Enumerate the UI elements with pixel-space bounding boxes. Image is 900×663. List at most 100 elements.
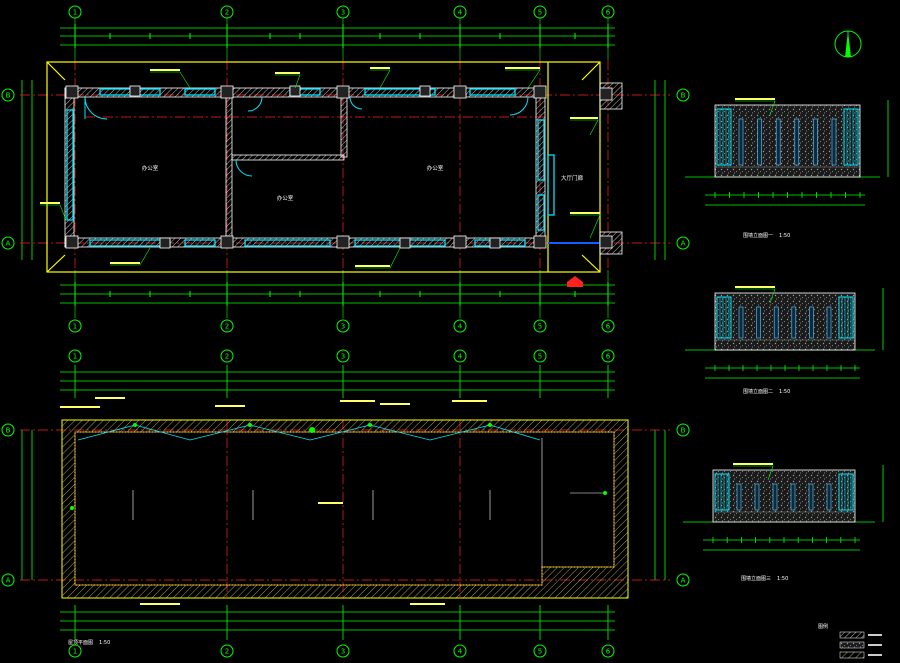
legend-swatch-3 <box>839 651 865 659</box>
columns <box>65 85 613 249</box>
svg-text:6: 6 <box>606 648 611 656</box>
legend: 图例 <box>818 623 882 659</box>
svg-text:1: 1 <box>73 353 77 361</box>
grid-bubble-right-A-0: A <box>676 236 690 250</box>
grid-bubble-bottom-5: 5 <box>533 319 547 333</box>
svg-text:6: 6 <box>606 9 611 17</box>
grid-bubble-bottom-6: 6 <box>601 319 615 333</box>
svg-text:6: 6 <box>606 353 611 361</box>
grid-bubble-right-B-1: B <box>676 423 690 437</box>
legend-swatch-1 <box>839 631 865 639</box>
top-dimension-ticks <box>74 24 609 306</box>
grid-bubble-roof-bottom-3: 3 <box>336 644 350 658</box>
svg-text:3: 3 <box>341 648 345 656</box>
svg-text:B: B <box>681 92 686 100</box>
svg-text:5: 5 <box>538 353 542 361</box>
svg-text:2: 2 <box>225 353 229 361</box>
svg-text:1: 1 <box>73 323 77 331</box>
grid-bubble-bottom-2: 2 <box>220 319 234 333</box>
svg-text:3: 3 <box>341 323 345 331</box>
building-outline <box>46 61 601 273</box>
grid-bubble-roof-top-3: 3 <box>336 349 350 363</box>
label-leaders <box>40 69 601 269</box>
svg-text:A: A <box>681 577 686 585</box>
legend-title: 图例 <box>818 623 828 630</box>
svg-text:4: 4 <box>458 353 463 361</box>
svg-text:3: 3 <box>341 353 345 361</box>
svg-text:A: A <box>681 240 686 248</box>
svg-text:2: 2 <box>225 323 229 331</box>
floor-plan: 办公室 办公室 办公室 大厅门廊 <box>20 18 862 318</box>
grid-bubble-right-B-0: B <box>676 88 690 102</box>
grid-bubble-left-A-0: A <box>1 236 15 250</box>
svg-text:B: B <box>6 92 11 100</box>
grid-bubble-left-A-1: A <box>1 573 15 587</box>
svg-text:6: 6 <box>606 323 611 331</box>
grid-bubble-right-A-1: A <box>676 573 690 587</box>
room-label-office-3: 办公室 <box>427 164 444 172</box>
parapet-wall <box>61 419 629 599</box>
grid-bubble-bottom-4: 4 <box>453 319 467 333</box>
svg-text:5: 5 <box>538 323 542 331</box>
room-label-office-1: 办公室 <box>142 164 159 172</box>
svg-text:1: 1 <box>73 648 77 656</box>
small-annotations <box>40 67 600 267</box>
svg-text:5: 5 <box>538 9 542 17</box>
grid-axis-lines <box>74 18 609 318</box>
grid-bubble-top-4: 4 <box>453 5 467 19</box>
svg-text:3: 3 <box>341 9 345 17</box>
grid-bubble-roof-top-4: 4 <box>453 349 467 363</box>
grid-bubble-left-B-1: B <box>1 423 15 437</box>
grid-bubble-roof-bottom-4: 4 <box>453 644 467 658</box>
north-arrow-icon <box>834 30 862 58</box>
grid-bubble-roof-top-6: 6 <box>601 349 615 363</box>
grid-bubble-roof-bottom-1: 1 <box>68 644 82 658</box>
grid-bubble-bottom-1: 1 <box>68 319 82 333</box>
door-swings <box>84 96 529 177</box>
entrance-arrow <box>567 276 583 287</box>
svg-text:A: A <box>6 577 11 585</box>
grid-bubble-top-2: 2 <box>220 5 234 19</box>
grid-bubble-roof-top-5: 5 <box>533 349 547 363</box>
room-label-lobby: 大厅门廊 <box>561 174 584 182</box>
svg-text:2: 2 <box>225 9 229 17</box>
legend-swatch-2 <box>839 641 865 649</box>
room-label-office-2: 办公室 <box>277 194 294 202</box>
grid-bubble-top-5: 5 <box>533 5 547 19</box>
grid-bubble-bottom-3: 3 <box>336 319 350 333</box>
top-dimension-lines <box>21 27 666 304</box>
grid-bubble-roof-top-1: 1 <box>68 349 82 363</box>
drainage-ridge <box>77 424 541 441</box>
svg-text:2: 2 <box>225 648 229 656</box>
grid-bubble-roof-top-2: 2 <box>220 349 234 363</box>
svg-text:4: 4 <box>458 323 463 331</box>
svg-text:4: 4 <box>458 648 463 656</box>
grid-bubble-top-1: 1 <box>68 5 82 19</box>
grid-bubble-top-3: 3 <box>336 5 350 19</box>
svg-text:B: B <box>681 427 686 435</box>
svg-text:A: A <box>6 240 11 248</box>
grid-bubble-roof-bottom-5: 5 <box>533 644 547 658</box>
grid-bubble-roof-bottom-2: 2 <box>220 644 234 658</box>
windows <box>66 88 555 247</box>
grid-bubble-left-B-0: B <box>1 88 15 102</box>
svg-text:4: 4 <box>458 9 463 17</box>
grid-bubble-roof-bottom-6: 6 <box>601 644 615 658</box>
svg-text:1: 1 <box>73 9 77 17</box>
slope-arrows <box>132 490 605 520</box>
svg-text:B: B <box>6 427 11 435</box>
svg-text:5: 5 <box>538 648 542 656</box>
grid-bubble-top-6: 6 <box>601 5 615 19</box>
